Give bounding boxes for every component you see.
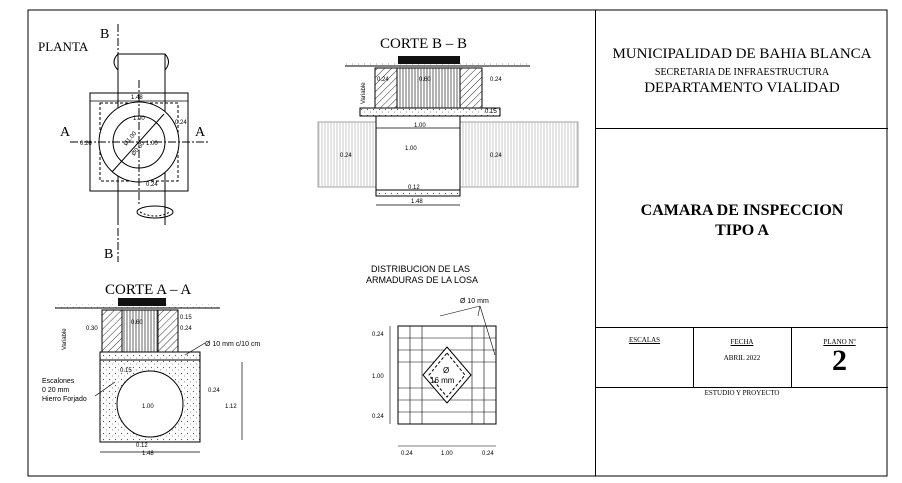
losa-title-2: ARMADURAS DE LA LOSA	[366, 275, 478, 285]
corte-aa-view: CORTE A – A Variable 0.30 0.60 0.15 0.24…	[42, 282, 260, 457]
plano-label: PLANO Nº	[823, 338, 856, 346]
corte-bb-title: CORTE B – B	[380, 36, 467, 52]
escalas-label: ESCALAS	[628, 336, 661, 344]
corte-bb-view: CORTE B – B Variable 0.24 0.60 0.24 0.15…	[317, 36, 579, 206]
tb-divider-1	[596, 128, 888, 129]
dim-planta-148: 1.48	[131, 95, 143, 101]
dim-planta-026: 0.26	[80, 141, 92, 147]
note-losa-bar16-b: 16 mm	[430, 376, 455, 385]
dim-losa-v-024-bottom: 0.24	[372, 414, 384, 420]
note-escalones-2: 0 20 mm	[42, 387, 69, 394]
planta-label: PLANTA	[38, 39, 89, 54]
dim-aa-variable: Variable	[62, 328, 68, 350]
note-losa-bar10: Ø 10 mm	[460, 298, 489, 305]
dim-aa-015-top: 0.15	[180, 315, 192, 321]
dim-losa-v-024-top: 0.24	[372, 332, 384, 338]
dim-losa-h-024-right: 0.24	[482, 451, 494, 457]
planta-view: PLANTA B A A 1.48 1.00 1.00 0.24 0.24 0.…	[38, 24, 210, 262]
dim-bb-variable: Variable	[361, 82, 367, 104]
sheet-border	[27, 9, 888, 477]
dim-bb-060: 0.60	[419, 77, 431, 83]
dim-bb-024-left: 0.24	[377, 77, 389, 83]
drawing-title-1: CAMARA DE INSPECCION	[640, 202, 844, 219]
dim-bb-015: 0.15	[485, 109, 497, 115]
dim-bb-024-right: 0.24	[490, 77, 502, 83]
note-escalones-3: Hierro Forjado	[42, 396, 87, 403]
dim-aa-030: 0.30	[86, 326, 98, 332]
dim-planta-100-top: 1.00	[133, 116, 145, 122]
losa-title-1: DISTRIBUCION DE LAS	[371, 264, 470, 274]
dim-aa-024-top: 0.24	[180, 326, 192, 332]
corte-aa-title: CORTE A – A	[105, 282, 191, 298]
title-block: MUNICIPALIDAD DE BAHIA BLANCA SECRETARIA…	[595, 10, 888, 476]
dim-bb-100-top: 1.00	[414, 123, 426, 129]
org-name: MUNICIPALIDAD DE BAHIA BLANCA	[612, 46, 872, 62]
note-losa-bar16-a: Ø	[443, 366, 449, 375]
dim-aa-060: 0.60	[131, 320, 143, 326]
secretaria: SECRETARIA DE INFRAESTRUCTURA	[654, 67, 830, 78]
note-escalones-1: Escalones	[42, 378, 75, 385]
dim-losa-h-100: 1.00	[441, 451, 453, 457]
dim-bb-pipe-024-left: 0.24	[340, 153, 352, 159]
section-marker-b-top: B	[100, 27, 109, 42]
tb-divider-3	[596, 387, 888, 388]
dim-planta-024-bottom: 0.24	[146, 182, 158, 188]
dim-aa-012: 0.12	[136, 443, 148, 449]
fecha-label: FECHA	[730, 338, 754, 346]
dim-bb-012: 0.12	[408, 185, 420, 191]
note-aa-bar: Ø 10 mm c/10 cm	[205, 341, 260, 348]
dim-planta-100-right: 1.00	[146, 141, 158, 147]
section-marker-a-right: A	[195, 125, 206, 140]
dim-bb-100-mid: 1.00	[405, 146, 417, 152]
losa-view: DISTRIBUCION DE LAS ARMADURAS DE LA LOSA…	[366, 264, 497, 457]
section-marker-b-bottom: B	[104, 247, 113, 262]
tb-divider-2	[596, 327, 888, 328]
dim-losa-h-024-left: 0.24	[401, 451, 413, 457]
dim-bb-pipe-024-right: 0.24	[490, 153, 502, 159]
tb-vdivider-1	[693, 327, 694, 387]
dim-losa-v-100: 1.00	[372, 374, 384, 380]
plano-number: 2	[832, 344, 847, 377]
dim-planta-024-right: 0.24	[175, 120, 187, 126]
dim-aa-015-inner: 0.15	[120, 368, 132, 374]
fecha-value: ABRIL 2022	[723, 354, 761, 362]
dim-aa-100: 1.00	[142, 404, 154, 410]
dim-aa-148: 1.48	[142, 451, 154, 457]
dim-aa-112: 1.12	[225, 404, 237, 410]
section-marker-a-left: A	[60, 125, 71, 140]
dim-bb-148: 1.48	[411, 199, 423, 205]
tb-vdivider-2	[791, 327, 792, 387]
dim-aa-024-right: 0.24	[208, 388, 220, 394]
drawing-title-2: TIPO A	[715, 222, 769, 239]
estudio-proyecto: ESTUDIO Y PROYECTO	[704, 389, 780, 397]
departamento: DEPARTAMENTO VIALIDAD	[644, 80, 840, 96]
